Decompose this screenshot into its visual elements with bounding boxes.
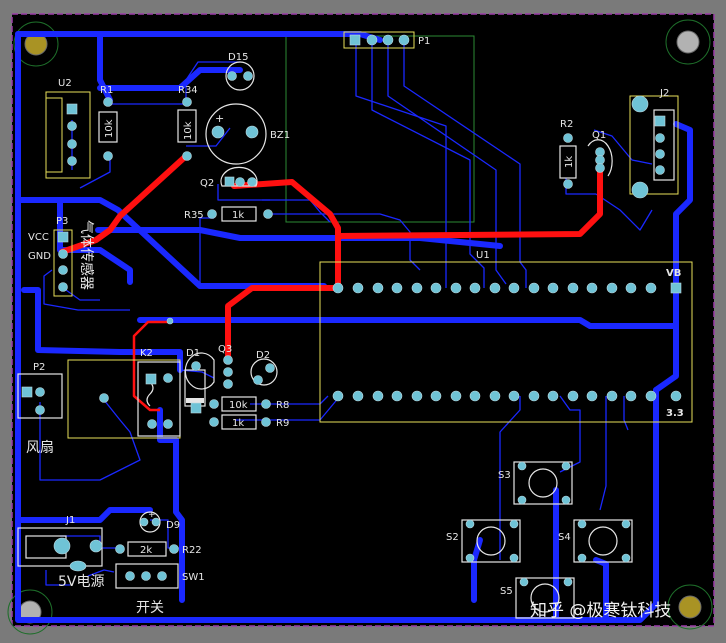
bottom-copper-thin [39, 40, 653, 586]
k2-label: K2 [140, 348, 153, 359]
bz1-buzzer: + BZ1 [205, 103, 290, 165]
u2-label: U2 [58, 78, 72, 89]
r22-value: 2k [140, 545, 152, 556]
k2-relay: K2 [67, 348, 181, 439]
d9-label: D9 [166, 520, 180, 531]
board-outline [11, 13, 715, 627]
p1-label: P1 [418, 36, 430, 47]
gnd-label: GND [28, 251, 51, 262]
u1-top-pins [332, 282, 682, 294]
s3-button: S3 [498, 461, 573, 505]
r9-label: R9 [276, 418, 289, 429]
u1-label: U1 [476, 250, 490, 261]
power-5v-label: 5V电源 [58, 574, 104, 590]
q1-label: Q1 [592, 130, 606, 141]
r9-resistor: 1k R9 [209, 414, 289, 430]
p3-label: P3 [56, 216, 68, 227]
vcc-label: VCC [28, 232, 49, 243]
sw1-switch: SW1 开关 [115, 563, 205, 616]
r1-resistor: R1 10k [98, 85, 118, 161]
r8-value: 10k [229, 400, 248, 411]
r1-label: R1 [100, 85, 113, 96]
j2-connector: J2 [629, 88, 679, 199]
s2-button: S2 [446, 519, 521, 563]
r35-resistor: R35 1k [184, 206, 273, 222]
r9-value: 1k [232, 418, 244, 429]
r8-label: R8 [276, 400, 289, 411]
r35-value: 1k [232, 210, 244, 221]
bz1-label: BZ1 [270, 130, 290, 141]
r1-value: 10k [104, 119, 115, 138]
q2-label: Q2 [200, 178, 214, 189]
fan-label: 风扇 [26, 440, 54, 456]
via [166, 317, 174, 325]
d1-label: D1 [186, 348, 200, 359]
u1-footprint: U1 VB 3.3 [319, 250, 693, 423]
gas-sensor-label: 气体传感器 [78, 220, 95, 290]
s3-label: S3 [498, 470, 511, 481]
s4-button: S4 [558, 519, 633, 563]
d2-led: D2 [250, 350, 278, 386]
d2-label: D2 [256, 350, 270, 361]
u2-footprint: U2 [45, 78, 91, 179]
u1-33-label: 3.3 [666, 408, 684, 419]
j2-label: J2 [659, 88, 669, 99]
p2-label: P2 [33, 362, 45, 373]
switch-label: 开关 [136, 600, 164, 616]
r34-resistor: R34 10k [177, 85, 198, 161]
q3-label: Q3 [218, 344, 232, 355]
j1-label: J1 [65, 515, 75, 526]
r22-resistor: 2k R22 [115, 541, 202, 557]
s2-label: S2 [446, 532, 459, 543]
j1-power-jack: J1 5V电源 [17, 515, 104, 590]
r2-value: 1k [564, 156, 575, 168]
p2-connector: P2 风扇 [17, 362, 63, 456]
mounting-hole-br [667, 584, 713, 630]
p1-module-outline [285, 35, 475, 223]
p3-connector: P3 VCC GND 气体传感器 [28, 216, 95, 297]
watermark: 知乎 @极寒钛科技 [530, 601, 671, 621]
u1-bottom-pins [332, 390, 682, 402]
r2-resistor: R2 1k [559, 119, 577, 189]
r35-label: R35 [184, 210, 204, 221]
d9-led: + D9 [139, 510, 180, 533]
r34-label: R34 [178, 85, 198, 96]
svg-text:+: + [215, 112, 224, 125]
s4-label: S4 [558, 532, 571, 543]
r22-label: R22 [182, 545, 202, 556]
sw1-label: SW1 [182, 572, 205, 583]
r2-label: R2 [560, 119, 573, 130]
s5-button: S5 [500, 577, 575, 619]
q2-transistor: Q2 [200, 166, 258, 189]
d15-led: D15 [225, 52, 255, 91]
q1-transistor: Q1 [587, 130, 613, 177]
top-copper [59, 153, 603, 412]
p1-connector: P1 [343, 31, 430, 49]
svg-text:+: + [148, 510, 156, 520]
d1-diode: D1 [184, 348, 206, 414]
q3-transistor: Q3 [184, 344, 233, 390]
d15-label: D15 [228, 52, 248, 63]
mounting-hole-tr [665, 19, 711, 65]
s5-label: S5 [500, 586, 513, 597]
r34-value: 10k [183, 121, 194, 140]
r8-resistor: 10k R8 [209, 396, 289, 412]
u1-vb-label: VB [666, 268, 681, 279]
